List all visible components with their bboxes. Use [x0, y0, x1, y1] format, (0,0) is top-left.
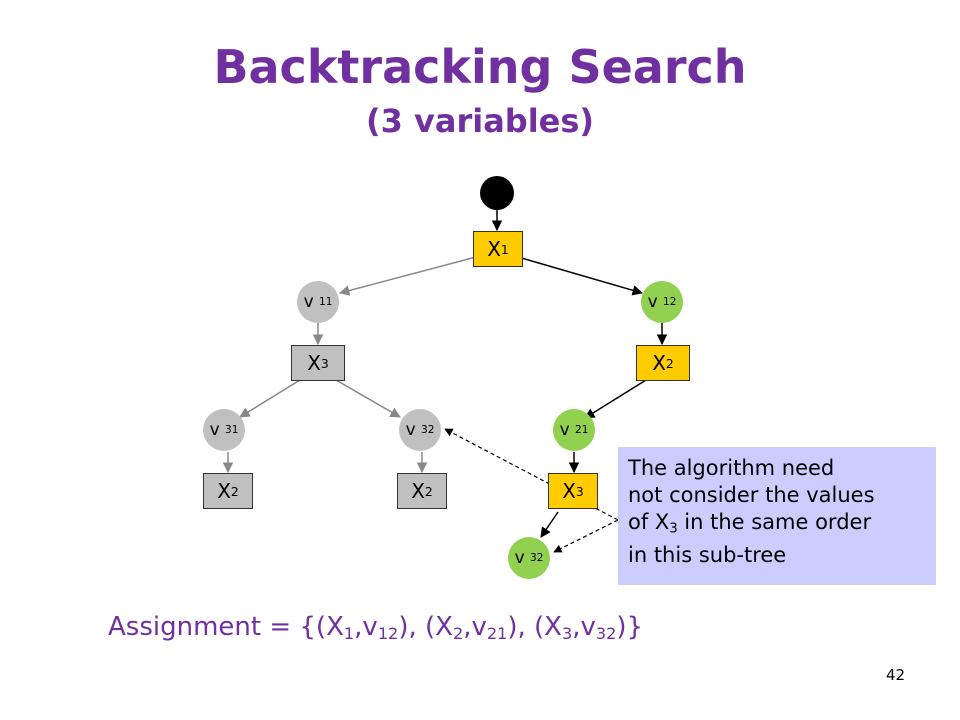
page-number: 42 — [886, 666, 906, 684]
edge-x3-v31 — [239, 379, 301, 418]
node-v11: v 11 — [297, 281, 339, 323]
node-v32-left: v 32 — [399, 409, 441, 451]
assignment-text: Assignment = {(X1,v12), (X2,v21), (X3,v3… — [108, 612, 644, 644]
callout-arrow-upper — [444, 428, 619, 521]
edge-x2-v21 — [584, 379, 647, 419]
note-line-1: The algorithm need — [628, 456, 835, 480]
edge-x3-v32 — [335, 379, 401, 418]
note-line-4: in this sub-tree — [628, 543, 787, 568]
node-v32-right: v 32 — [508, 537, 550, 579]
node-v21: v 21 — [553, 409, 595, 451]
edge-x1-v12 — [517, 256, 644, 296]
node-v12: v 12 — [641, 281, 683, 323]
callout-note: The algorithm need not consider the valu… — [618, 447, 936, 585]
edge-x1-v11 — [338, 256, 477, 296]
root-node — [480, 176, 514, 210]
page-title: Backtracking Search — [213, 40, 747, 94]
edge-x3-v32-right — [540, 511, 559, 538]
note-line-2: not consider the values — [628, 483, 875, 507]
page-subtitle: (3 variables) — [365, 102, 595, 140]
node-v31: v 31 — [203, 409, 245, 451]
note-line-3: of X3 in the same order — [628, 510, 872, 537]
callout-arrow-lower — [553, 519, 619, 553]
